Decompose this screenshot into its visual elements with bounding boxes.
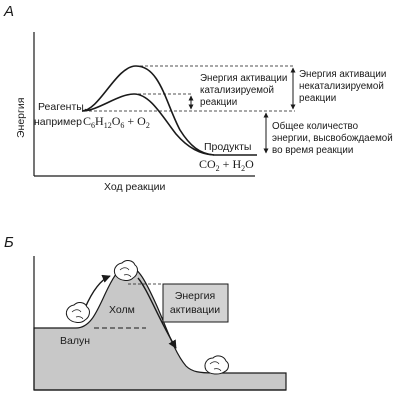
downhill-arrow <box>137 277 177 349</box>
activation-box-line-2: активации <box>170 304 220 316</box>
x-axis-label: Ход реакции <box>104 181 166 193</box>
boulder-label: Валун <box>60 335 90 347</box>
panel-b: Б Энергия активации Холм Валун <box>4 234 287 391</box>
reagents-label: Реагенты, <box>38 101 87 113</box>
catalyzed-label-line-2: катализируемой <box>200 85 274 96</box>
uncatalyzed-label-line-3: реакции <box>299 93 336 104</box>
boulder-start <box>65 302 90 323</box>
released-label-line-2: энергии, высвобождаемой <box>272 133 393 144</box>
panel-a-letter: А <box>3 3 14 20</box>
boulder-end <box>204 355 229 375</box>
catalyzed-label-line-1: Энергия активации <box>200 73 287 84</box>
catalyzed-label-line-3: реакции <box>200 97 237 108</box>
product-formula: CO2 + H2O <box>199 157 254 173</box>
uncatalyzed-curve <box>81 65 257 156</box>
uncatalyzed-label-line-1: Энергия активации <box>299 69 386 80</box>
uncatalyzed-label-line-2: некатализируемой <box>299 81 384 92</box>
hill-label: Холм <box>109 304 135 316</box>
products-label: Продукты <box>204 141 251 153</box>
catalyzed-curve <box>81 93 215 156</box>
reagents-example-prefix: например <box>34 116 82 128</box>
activation-energy-box <box>162 283 229 323</box>
released-label-line-3: во время реакции <box>272 145 353 156</box>
y-axis-label: Энергия <box>15 98 27 138</box>
activation-box-line-1: Энергия <box>175 290 215 302</box>
panel-a: А Энергия Ход реакции Реагенты, например… <box>3 3 393 193</box>
boulder-top <box>113 260 138 281</box>
panel-b-letter: Б <box>4 234 14 251</box>
released-label-line-1: Общее количество <box>272 121 359 132</box>
hill-ground <box>33 265 287 391</box>
reagent-formula: C6H12O6 + O2 <box>83 114 150 130</box>
uphill-arrow <box>84 274 111 309</box>
